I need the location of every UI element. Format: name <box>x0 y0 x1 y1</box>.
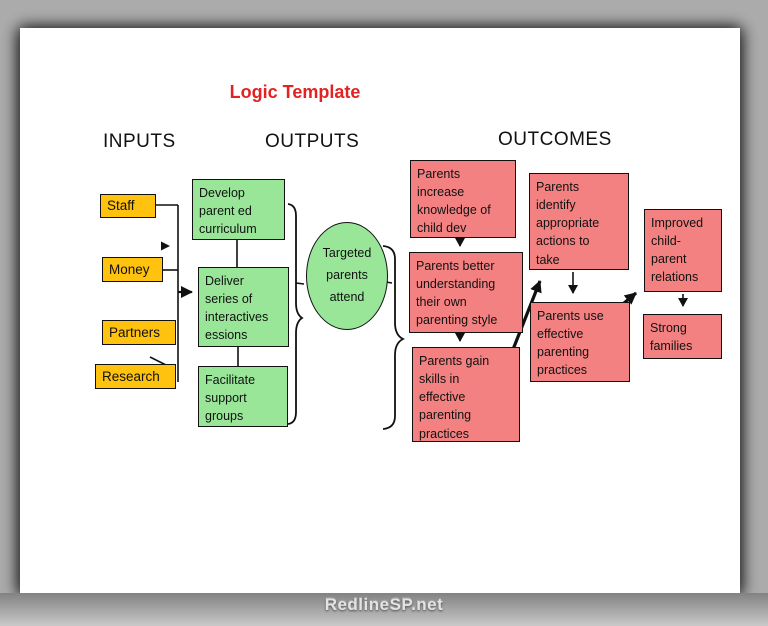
input-box-research: Research <box>95 364 176 389</box>
output-box-facilitate-groups: Facilitate support groups <box>198 366 288 427</box>
bottom-gray-band <box>0 593 768 626</box>
column-header-outputs: OUTPUTS <box>265 131 360 152</box>
output-box-deliver-sessions: Deliver series of interactives essions <box>198 267 289 347</box>
outcome-box-use-practices: Parents use effective parenting practice… <box>530 302 630 382</box>
input-box-staff: Staff <box>100 194 156 218</box>
outcome-box-gain-skills: Parents gain skills in effective parenti… <box>412 347 520 442</box>
column-header-inputs: INPUTS <box>103 131 176 152</box>
document-page <box>20 28 740 593</box>
outcome-box-identify-actions: Parents identify appropriate actions to … <box>529 173 629 270</box>
watermark: RedlineSP.net <box>324 595 444 614</box>
output-box-develop-curriculum: Develop parent ed curriculum <box>192 179 285 240</box>
outcome-box-better-understanding: Parents better understanding their own p… <box>409 252 523 333</box>
outcome-box-increase-knowledge: Parents increase knowledge of child dev <box>410 160 516 238</box>
input-box-partners: Partners <box>102 320 176 345</box>
column-header-outcomes: OUTCOMES <box>498 129 612 150</box>
input-box-money: Money <box>102 257 163 282</box>
outcome-box-strong-families: Strong families <box>643 314 722 359</box>
ellipse-targeted-parents: Targeted parents attend <box>306 222 388 330</box>
outcome-box-improved-relations: Improved child- parent relations <box>644 209 722 292</box>
diagram-title: Logic Template <box>229 82 361 102</box>
